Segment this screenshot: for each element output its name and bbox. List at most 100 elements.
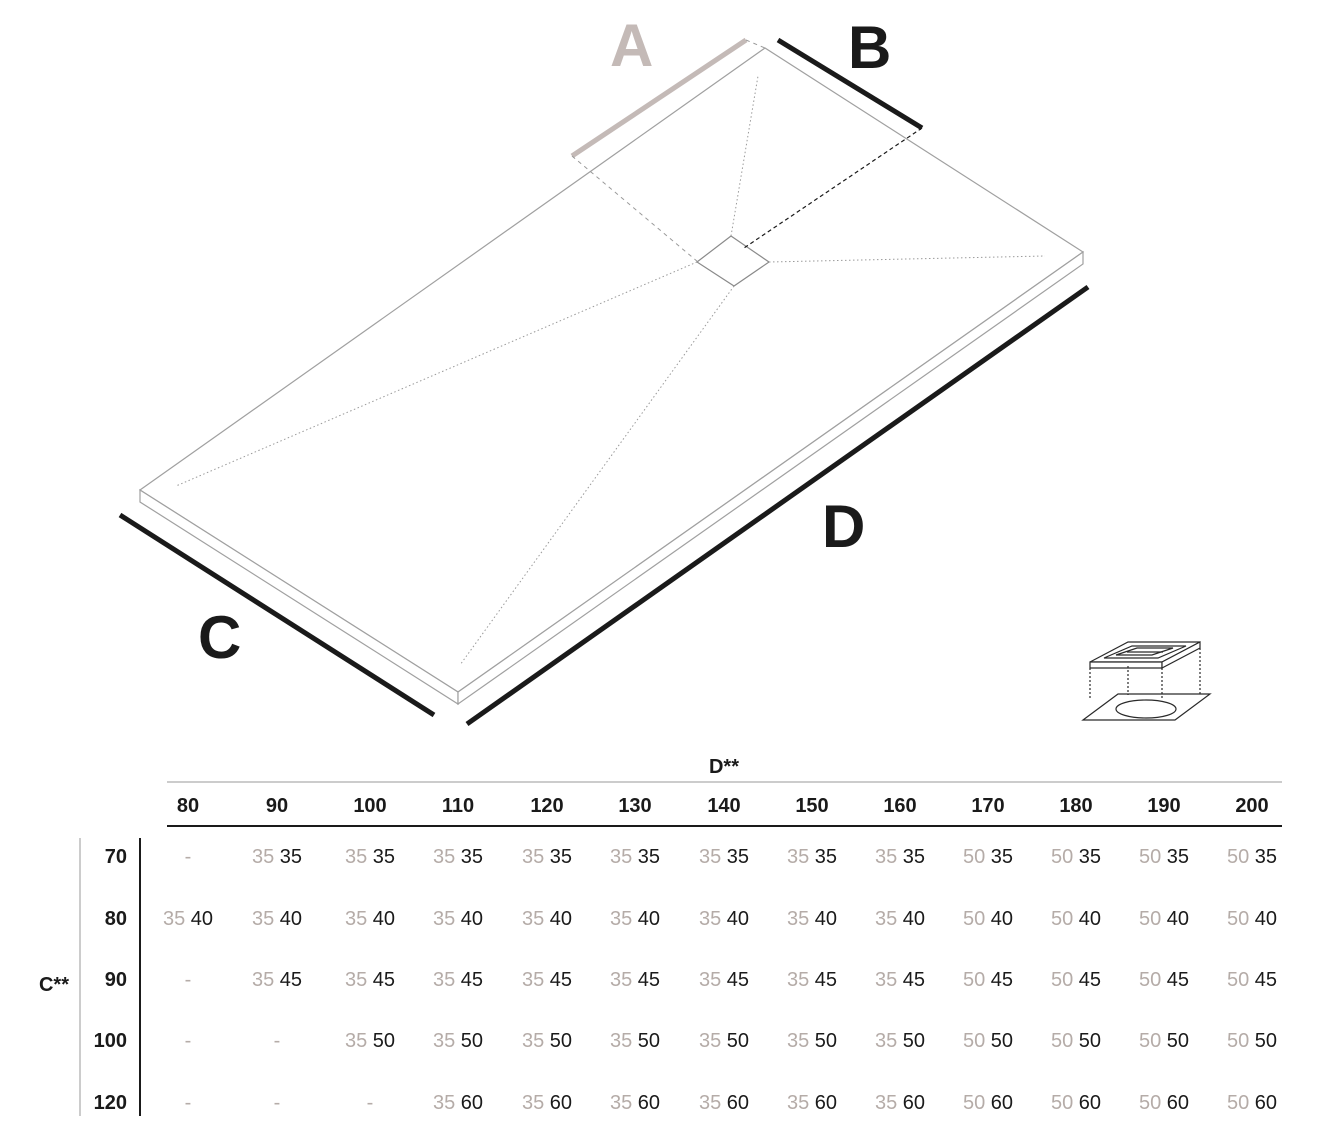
table-cell: 35 60 xyxy=(522,1092,572,1114)
drain-grate-icon xyxy=(1081,641,1212,721)
table-cell: 50 40 xyxy=(1139,908,1189,930)
table-cell: 35 40 xyxy=(522,908,572,930)
table-cell: 50 45 xyxy=(963,969,1013,991)
table-cell: 50 50 xyxy=(1227,1030,1277,1052)
dimension-c-line xyxy=(118,512,436,718)
column-header: 90 xyxy=(266,795,288,817)
dimension-d-line xyxy=(465,284,1090,727)
table-cell: 50 40 xyxy=(1227,908,1277,930)
column-header: 200 xyxy=(1235,795,1268,817)
table-cell: 50 40 xyxy=(1051,908,1101,930)
table-cell: 35 40 xyxy=(787,908,837,930)
table-cell: 35 35 xyxy=(787,846,837,868)
table-cell: 50 45 xyxy=(1051,969,1101,991)
table-cell: 35 60 xyxy=(699,1092,749,1114)
table-cell: 50 35 xyxy=(1051,846,1101,868)
table-cell: 35 45 xyxy=(252,969,302,991)
dimension-a-guide-top xyxy=(745,39,766,49)
column-header: 100 xyxy=(353,795,386,817)
table-cell: 35 60 xyxy=(787,1092,837,1114)
table-cell: 35 60 xyxy=(433,1092,483,1114)
table-cell: 35 45 xyxy=(787,969,837,991)
column-header: 160 xyxy=(883,795,916,817)
table-cell: - xyxy=(274,1092,281,1114)
table-cell: 35 50 xyxy=(345,1030,395,1052)
table-cell: 35 40 xyxy=(875,908,925,930)
dimension-b-guide xyxy=(743,127,923,249)
column-header-title: D** xyxy=(709,756,739,778)
table-cell: 50 35 xyxy=(1139,846,1189,868)
column-header: 180 xyxy=(1059,795,1092,817)
column-header: 120 xyxy=(530,795,563,817)
tray-side-edge xyxy=(457,250,1084,706)
table-cell: 35 40 xyxy=(699,908,749,930)
table-cell: 50 45 xyxy=(1227,969,1277,991)
column-header: 130 xyxy=(618,795,651,817)
table-cell: 35 35 xyxy=(610,846,660,868)
label-c: C xyxy=(198,604,241,671)
label-d: D xyxy=(822,493,865,560)
table-cell: 50 50 xyxy=(1051,1030,1101,1052)
table-cell: 35 60 xyxy=(610,1092,660,1114)
table-cell: - xyxy=(274,1030,281,1052)
table-cell: - xyxy=(367,1092,374,1114)
row-label: 80 xyxy=(105,908,127,930)
column-header: 170 xyxy=(971,795,1004,817)
column-header: 150 xyxy=(795,795,828,817)
shower-tray-diagram: A B C D xyxy=(118,12,1212,727)
dimension-a-line xyxy=(570,37,748,159)
table-cell: - xyxy=(185,1030,192,1052)
column-header: 190 xyxy=(1147,795,1180,817)
label-b: B xyxy=(848,14,891,81)
table-cell: 35 35 xyxy=(433,846,483,868)
row-header-title: C** xyxy=(39,974,69,996)
table-cell: 50 60 xyxy=(1227,1092,1277,1114)
table-cell: - xyxy=(185,969,192,991)
table-cell: 50 45 xyxy=(1139,969,1189,991)
dimension-b-line xyxy=(776,37,924,131)
table-cell: 35 45 xyxy=(433,969,483,991)
table-cell: 35 45 xyxy=(875,969,925,991)
table-cell: 35 50 xyxy=(522,1030,572,1052)
table-cell: - xyxy=(185,846,192,868)
table-cell: 35 50 xyxy=(610,1030,660,1052)
table-cell: 50 50 xyxy=(963,1030,1013,1052)
table-cell: 50 60 xyxy=(1051,1092,1101,1114)
table-cell: 50 50 xyxy=(1139,1030,1189,1052)
table-cell: 35 50 xyxy=(699,1030,749,1052)
column-header: 140 xyxy=(707,795,740,817)
table-cell: 35 50 xyxy=(433,1030,483,1052)
row-label: 120 xyxy=(94,1092,127,1114)
table-cell: 35 45 xyxy=(610,969,660,991)
table-cell: 35 45 xyxy=(699,969,749,991)
table-cell: 35 50 xyxy=(875,1030,925,1052)
table-cell: 35 35 xyxy=(252,846,302,868)
table-cell: 35 40 xyxy=(610,908,660,930)
table-cell: 35 40 xyxy=(163,908,213,930)
table-cell: 35 35 xyxy=(345,846,395,868)
table-cell: - xyxy=(185,1092,192,1114)
row-label: 70 xyxy=(105,846,127,868)
table-cell: 50 60 xyxy=(963,1092,1013,1114)
table-cell: 35 45 xyxy=(522,969,572,991)
table-cell: 35 35 xyxy=(699,846,749,868)
table-cell: 35 40 xyxy=(345,908,395,930)
table-cell: 35 50 xyxy=(787,1030,837,1052)
label-a: A xyxy=(610,12,653,79)
table-cell: 35 40 xyxy=(252,908,302,930)
table-cell: 35 40 xyxy=(433,908,483,930)
slope-lines xyxy=(175,75,1046,666)
dimension-a-guide xyxy=(571,155,699,263)
table-cell: 50 35 xyxy=(1227,846,1277,868)
table-cell: 35 60 xyxy=(875,1092,925,1114)
table-cell: 35 45 xyxy=(345,969,395,991)
row-label: 90 xyxy=(105,969,127,991)
column-header: 110 xyxy=(442,795,474,817)
column-header: 80 xyxy=(177,795,199,817)
row-label: 100 xyxy=(94,1030,127,1052)
table-cell: 50 60 xyxy=(1139,1092,1189,1114)
table-cell: 50 35 xyxy=(963,846,1013,868)
table-cell: 50 40 xyxy=(963,908,1013,930)
table-cell: 35 35 xyxy=(875,846,925,868)
